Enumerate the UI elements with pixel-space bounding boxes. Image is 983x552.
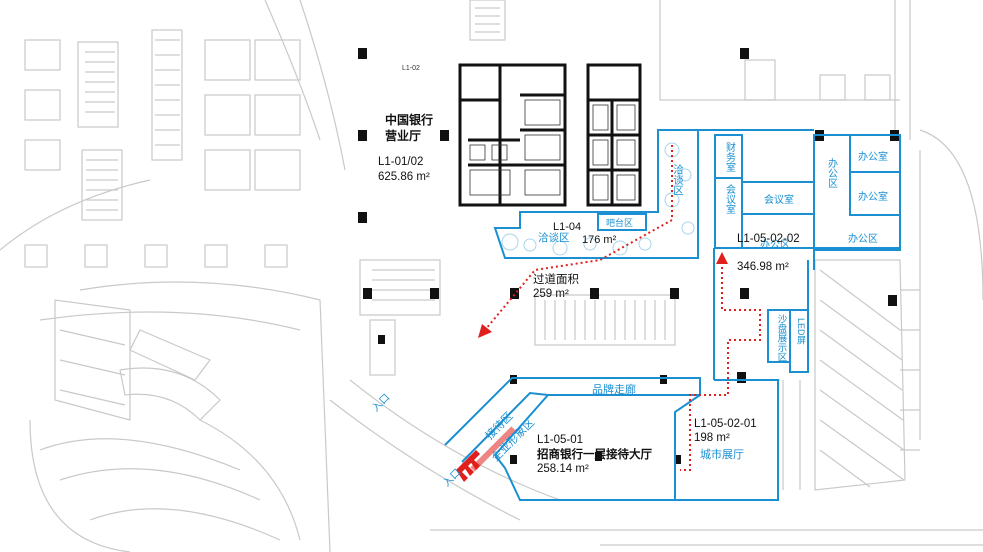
l10502-02-code: L1-05-02-02: [737, 233, 800, 245]
bar-area-label: 吧台区: [606, 217, 633, 228]
boc-code: L1-01/02: [378, 156, 423, 168]
negotiation-area-label: 洽谈区: [538, 231, 570, 244]
l104-area: 176 m²: [582, 234, 617, 246]
labels: L1-02 中国银行 营业厅 L1-01/02 625.86 m² L1-04 …: [370, 65, 888, 489]
meeting-room-small-label: 会议室: [724, 183, 736, 214]
l10502-02-area: 346.98 m²: [737, 261, 789, 273]
office-area-1-label: 办公区: [760, 238, 790, 251]
columns: [358, 48, 899, 464]
office-room-2-label: 办公室: [858, 190, 888, 203]
structural-walls: [458, 63, 642, 207]
office-area-2-label: 办公区: [848, 232, 878, 245]
cmb-area: 258.14 m²: [537, 463, 589, 475]
cmb-code: L1-05-01: [537, 434, 583, 446]
sand-table-label: 沙盘展示区: [776, 314, 788, 362]
l104-code: L1-04: [553, 221, 581, 233]
reception-stripe: [470, 426, 516, 472]
boc-name-line2: 营业厅: [385, 128, 421, 143]
route-left: [484, 145, 673, 331]
route-right: [680, 262, 761, 471]
route-arrow-head-up: [716, 252, 728, 264]
room-l1-02-label: L1-02: [402, 65, 420, 72]
finance-room-label: 财务室: [724, 141, 736, 172]
zone-outlines: [444, 129, 901, 501]
l10502-01-code: L1-05-02-01: [694, 418, 757, 430]
entrance-label-1: 入口: [370, 392, 392, 414]
l10502-01-area: 198 m²: [694, 432, 730, 444]
city-hall-label: 城市展厅: [700, 447, 744, 461]
corridor-area: 259 m²: [533, 288, 569, 300]
office-vertical-label: 办公区: [826, 157, 838, 188]
negotiation-area-vertical: 洽谈区: [672, 163, 684, 195]
zone-office: [813, 134, 901, 251]
boc-name-line1: 中国银行: [385, 112, 433, 127]
led-screen-label: LED屏: [796, 318, 806, 345]
boc-area: 625.86 m²: [378, 171, 430, 183]
office-room-1-label: 办公室: [858, 150, 888, 163]
corridor-name: 过道面积: [533, 272, 579, 286]
zone-bar: [597, 213, 647, 231]
core-detail: [469, 99, 636, 201]
route-lines: [484, 145, 761, 471]
meeting-room-label: 会议室: [764, 193, 794, 206]
zone-l1-04: [493, 129, 699, 259]
zone-city-hall: [674, 379, 779, 501]
zone-l1-05-02-02: [698, 129, 900, 380]
brand-corridor-label: 品牌走廊: [592, 382, 636, 396]
cmb-name: 招商银行一层接待大厅: [537, 447, 652, 461]
entrance-chevrons: [456, 450, 480, 482]
route-arrow-head-left: [478, 324, 492, 338]
